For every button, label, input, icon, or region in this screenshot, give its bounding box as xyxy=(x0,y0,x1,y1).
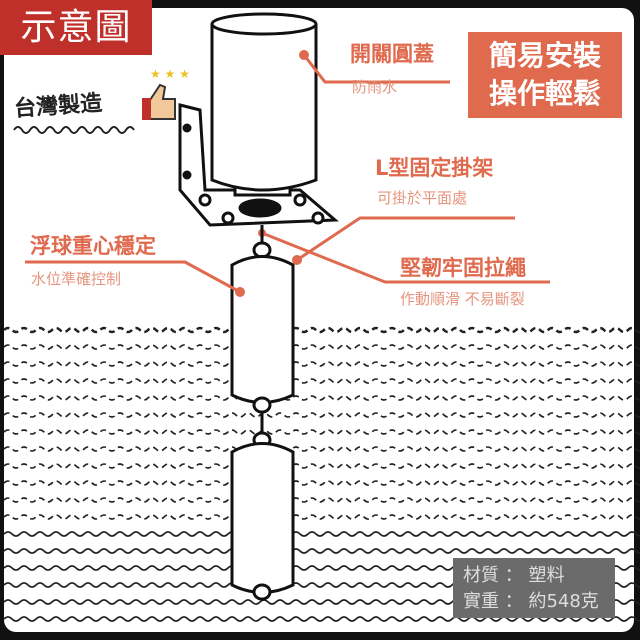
wave-line xyxy=(3,463,640,469)
l-bracket xyxy=(178,103,339,227)
weight-value: 約548克 xyxy=(528,591,599,612)
label-rope-title: 堅韌牢固拉繩 xyxy=(400,256,526,280)
wave-line xyxy=(3,548,640,554)
cuff-icon xyxy=(142,98,151,120)
star-icon: ★ ★ ★ xyxy=(150,67,190,81)
promo-box: 簡易安裝 操作輕鬆 xyxy=(468,32,622,118)
wave-line xyxy=(3,395,640,401)
label-bracket-title: L型固定掛架 xyxy=(375,156,494,180)
material-label: 材質 xyxy=(463,565,499,586)
promo-line-2: 操作輕鬆 xyxy=(488,77,601,110)
wave-line xyxy=(3,446,640,452)
switch-body xyxy=(210,12,318,197)
material-value: 塑料 xyxy=(528,565,565,586)
wave-line xyxy=(3,378,640,384)
wave-line xyxy=(3,531,640,537)
wave-line xyxy=(3,344,640,350)
wave-line xyxy=(3,480,640,486)
label-float-sub: 水位準確控制 xyxy=(31,270,122,288)
wave-line xyxy=(3,361,640,367)
made-in-taiwan-badge: 台灣製造 xyxy=(13,90,103,123)
wave-line xyxy=(3,326,640,334)
label-cap-title: 開關圓蓋 xyxy=(350,42,434,66)
label-cap-sub: 防雨水 xyxy=(352,78,398,96)
squiggle-underline xyxy=(13,126,135,134)
label-bracket-sub: 可掛於平面處 xyxy=(377,189,468,207)
promo-line-1: 簡易安裝 xyxy=(488,39,601,72)
label-rope-sub: 作動順滑 不易斷裂 xyxy=(400,290,525,308)
floats xyxy=(230,225,295,601)
spec-box: 材質 ： 塑料 實重 ： 約548克 xyxy=(453,558,615,618)
wave-line xyxy=(3,412,640,418)
wave-line xyxy=(3,429,640,435)
thumbs-up-icon xyxy=(149,83,176,120)
wave-line xyxy=(3,514,640,520)
wave-line xyxy=(3,497,640,503)
label-float-title: 浮球重心穩定 xyxy=(30,234,156,258)
diagram-tag: 示意圖 xyxy=(0,0,152,55)
weight-label: 實重 xyxy=(463,591,499,612)
